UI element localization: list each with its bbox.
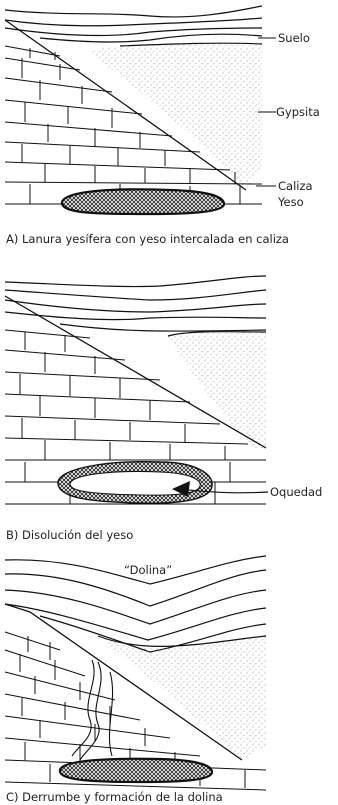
panel-a-gypsita	[88, 41, 262, 191]
label-oquedad: Oquedad	[270, 485, 322, 499]
panel-c-gypsita	[98, 636, 266, 760]
label-caliza: Caliza	[278, 179, 313, 193]
panel-c-collapse-cracks	[71, 659, 114, 761]
panel-a-gypsum-lens	[60, 188, 226, 216]
panel-b-gypsita	[168, 331, 266, 448]
panel-b	[4, 275, 269, 505]
caption-b: B) Disolución del yeso	[6, 528, 134, 542]
arrowhead-icon	[172, 481, 190, 497]
caption-c: C) Derrumbe y formación de la dolina	[6, 790, 223, 804]
label-gypsita: Gypsita	[276, 105, 320, 119]
label-suelo: Suelo	[278, 31, 310, 45]
panel-a-soil-layers	[4, 5, 263, 47]
panel-b-cavity	[69, 470, 201, 496]
panel-a-leaders	[256, 37, 276, 187]
panel-c-limestone	[4, 631, 267, 791]
panel-b-limestone	[4, 329, 266, 505]
panel-b-soil-layers	[4, 275, 267, 332]
caption-a: A) Lanura yesífera con yeso intercalada …	[6, 232, 289, 246]
panel-a	[4, 5, 276, 216]
panel-c-gypsum-lens	[58, 757, 214, 784]
panel-c	[4, 555, 267, 791]
label-yeso: Yeso	[277, 195, 304, 209]
label-dolina: “Dolina”	[124, 563, 172, 577]
